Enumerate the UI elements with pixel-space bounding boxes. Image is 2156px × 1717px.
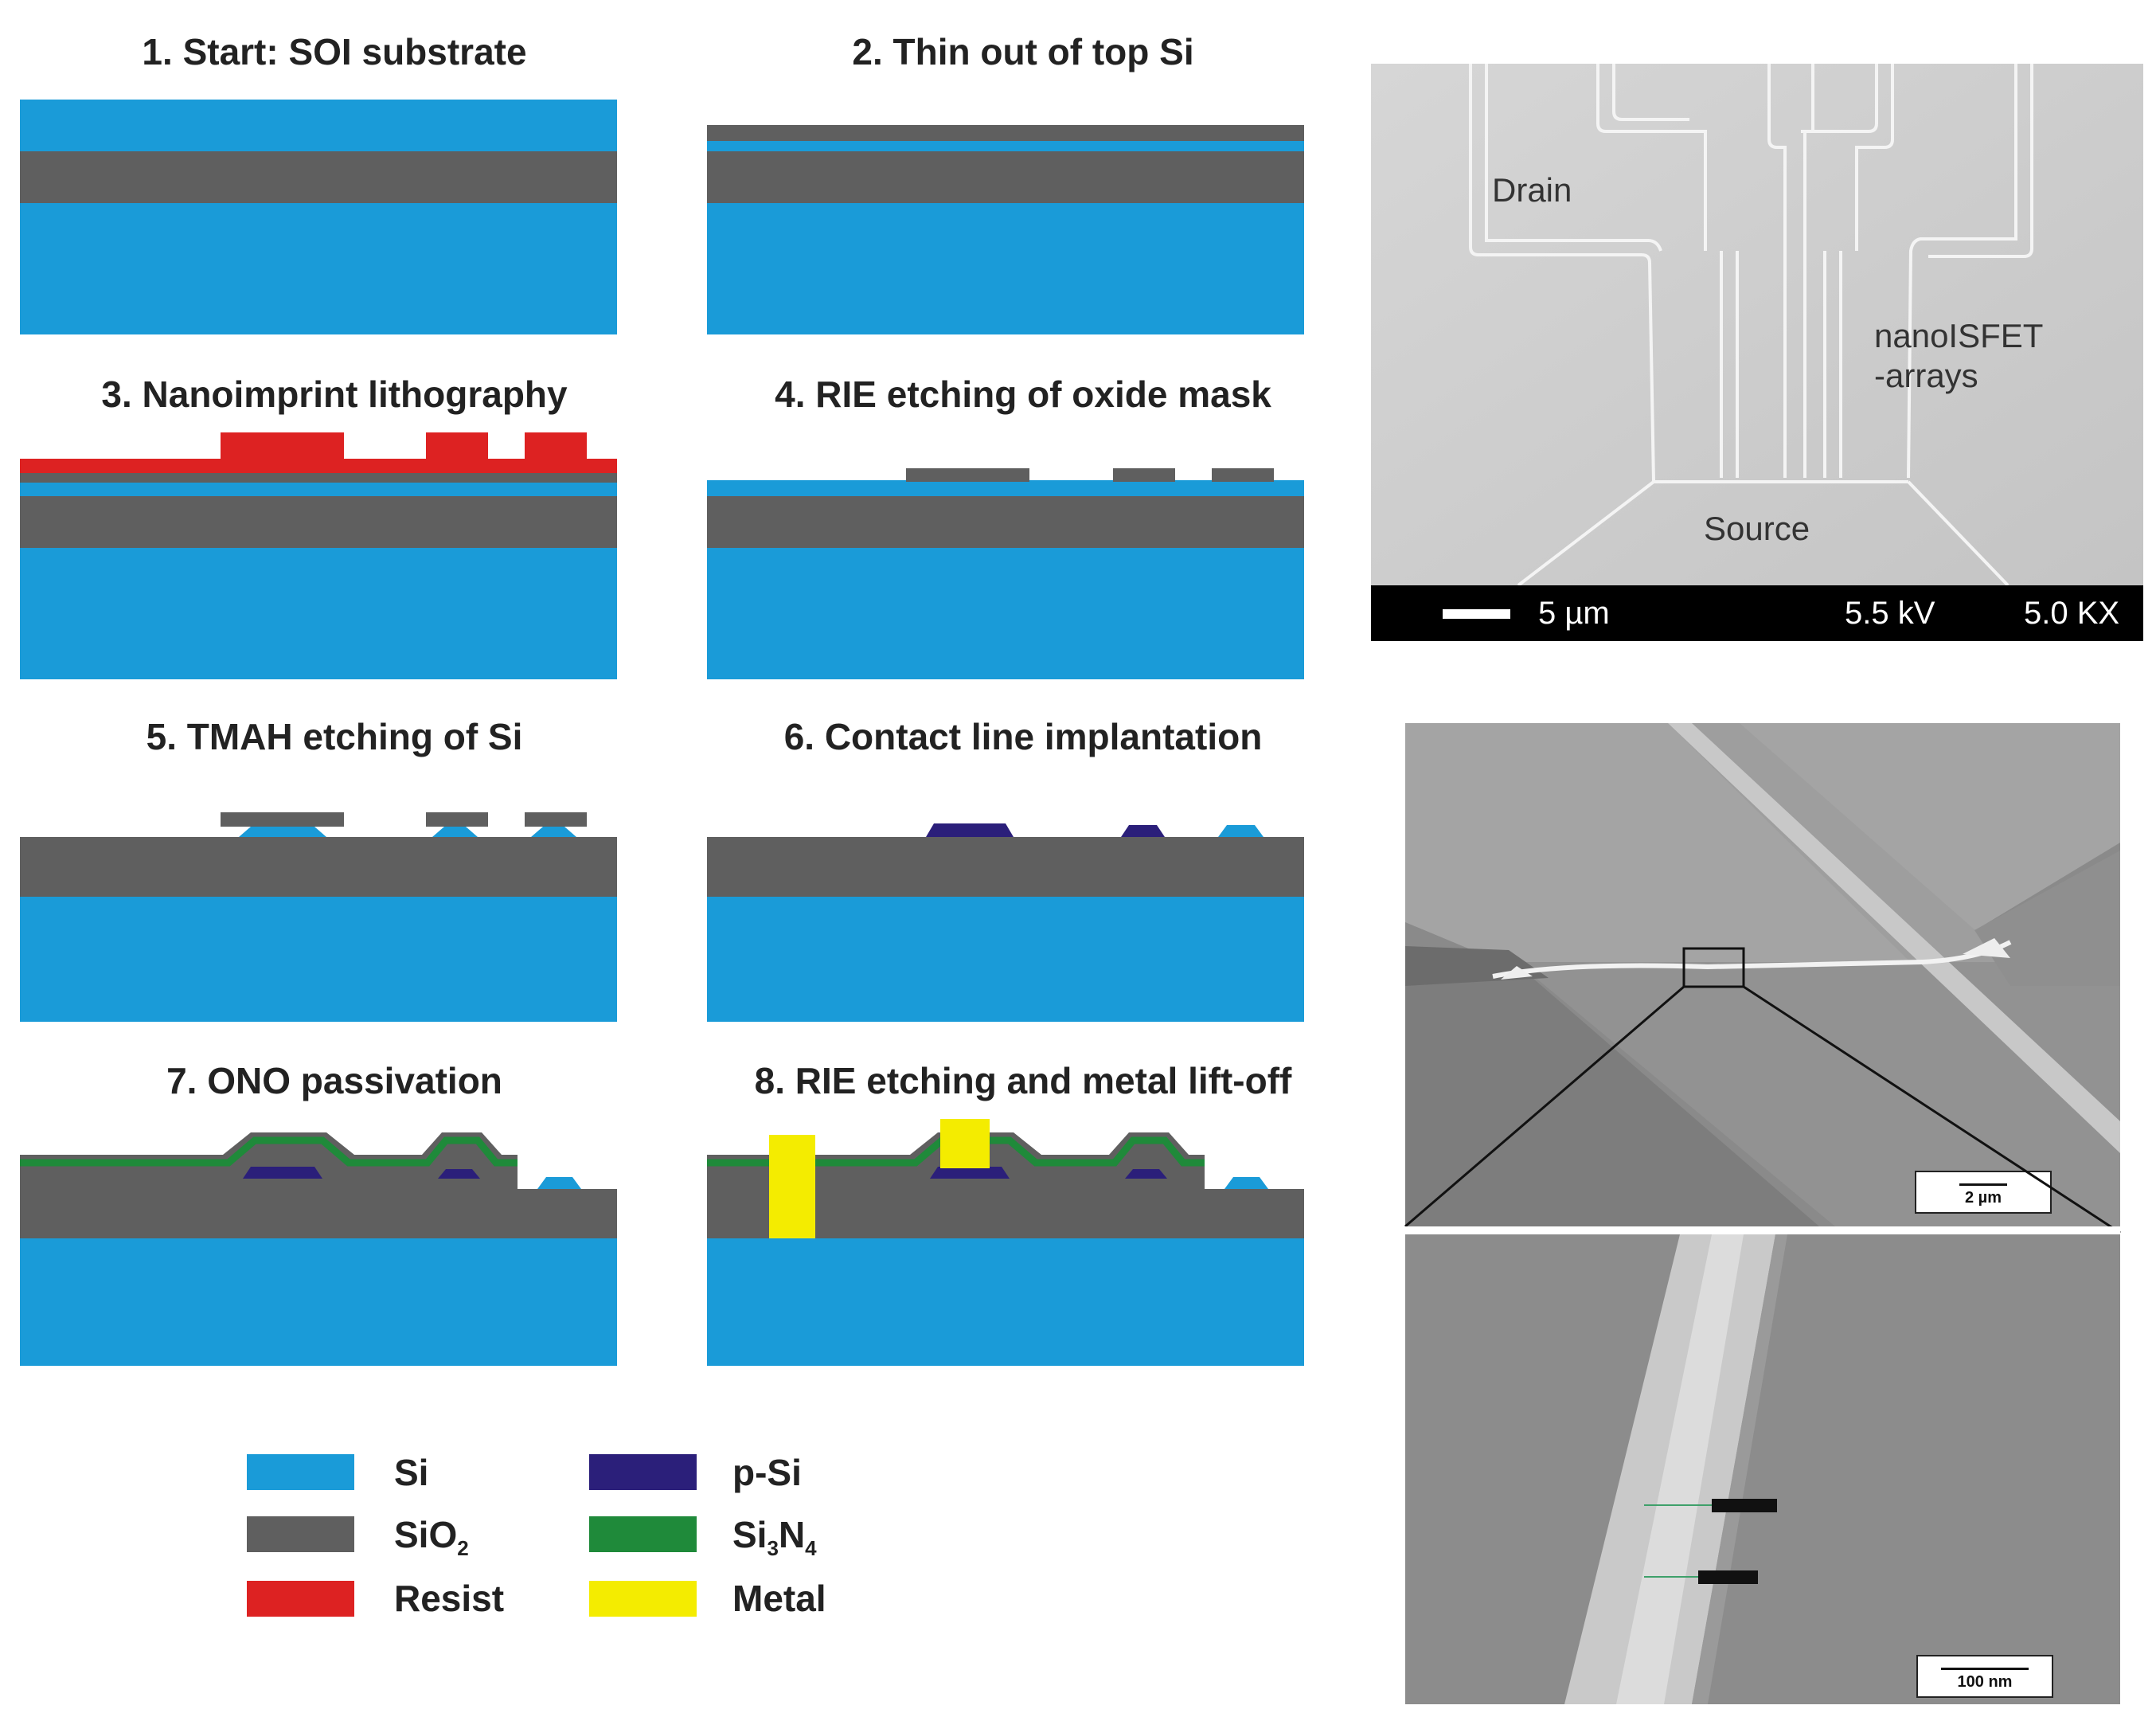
- sem-bottom-scale-line: [1941, 1668, 2029, 1670]
- legend-swatch-metal: [589, 1581, 697, 1617]
- sem-label-source: Source: [1704, 510, 1810, 547]
- sem-device-overview: Drain nanoISFET -arrays Source 5 µm 5.5 …: [1371, 64, 2143, 641]
- legend-swatch-resist: [247, 1581, 354, 1617]
- step-3-cross-section: [20, 432, 617, 679]
- buried-oxide: [20, 1189, 617, 1238]
- legend-label-si: Si: [394, 1452, 429, 1493]
- sem-label-arrays-1: nanoISFET: [1874, 317, 2044, 354]
- step-2-cross-section: [707, 125, 1304, 334]
- buried-oxide: [707, 837, 1304, 897]
- sem-bottom-scale-box: 100 nm: [1916, 1655, 2053, 1698]
- oxide-mask-1: [221, 812, 344, 827]
- p-si-line-2: [438, 1169, 480, 1179]
- sem-mid-scale-box: 2 µm: [1915, 1171, 2052, 1214]
- sem-device-outline: [1371, 64, 2143, 585]
- step-7-title: 7. ONO passivation: [166, 1060, 502, 1101]
- sem-separator: [1405, 1226, 2120, 1234]
- substrate-si: [20, 203, 617, 334]
- step-5-title: 5. TMAH etching of Si: [146, 716, 523, 757]
- top-si: [20, 100, 617, 151]
- p-si-line-1: [243, 1167, 322, 1179]
- thin-top-si: [707, 480, 1304, 496]
- substrate-si: [707, 897, 1304, 1022]
- step-8-cross-section: [707, 1119, 1304, 1366]
- resist-feature-3: [525, 432, 587, 460]
- oxide-mask-2: [426, 812, 488, 827]
- substrate-si: [707, 548, 1304, 679]
- buried-oxide: [707, 496, 1304, 548]
- substrate-si: [707, 203, 1304, 334]
- buried-oxide: [20, 151, 617, 203]
- resist-layer: [20, 459, 617, 473]
- step-7-cross-section: [20, 1132, 617, 1366]
- sem-nanowire-tilted: 2 µm: [1405, 723, 2120, 1226]
- metal-contact-deep: [769, 1135, 815, 1238]
- substrate-si: [20, 1238, 617, 1366]
- si-nanowire-exposed: [537, 1177, 581, 1189]
- resist-feature-1: [221, 432, 344, 460]
- sem-bottom-scale-label: 100 nm: [1957, 1673, 2013, 1691]
- buried-oxide: [707, 151, 1304, 203]
- sem-nanowire-tilted-art: [1405, 723, 2120, 1226]
- sem-scale-bar: [1443, 609, 1510, 619]
- legend-label-p-si: p-Si: [732, 1452, 802, 1493]
- legend-label-metal: Metal: [732, 1578, 826, 1619]
- step-4-title: 4. RIE etching of oxide mask: [775, 374, 1271, 415]
- p-si-line-2: [1125, 1169, 1167, 1179]
- sem-mid-scale-label: 2 µm: [1965, 1189, 2002, 1207]
- legend-label-si3n4: Si3N4: [732, 1514, 817, 1561]
- step-5-cross-section: [20, 812, 617, 1022]
- step-3-title: 3. Nanoimprint lithography: [101, 374, 568, 415]
- resist-feature-2: [426, 432, 488, 460]
- p-si-line-1: [926, 823, 1014, 837]
- sem-nanowire-closeup: 100 nm: [1405, 1234, 2120, 1704]
- si-nanowire: [1218, 825, 1264, 837]
- legend-swatch-si: [247, 1454, 354, 1490]
- oxide-mask-2: [1113, 468, 1175, 482]
- oxide-mask-layer: [20, 473, 617, 483]
- step-6-title: 6. Contact line implantation: [783, 716, 1263, 757]
- nitride-line: [20, 1136, 518, 1167]
- step-2-title: 2. Thin out of top Si: [852, 31, 1194, 72]
- buried-oxide: [20, 837, 617, 897]
- thin-top-si: [20, 483, 617, 496]
- si-nanowire-3: [531, 827, 576, 837]
- sem-info-bar: 5 µm 5.5 kV 5.0 KX: [1371, 585, 2143, 641]
- nitride-line: [707, 1136, 1205, 1167]
- legend-swatch-si3n4: [589, 1516, 697, 1552]
- substrate-si: [20, 548, 617, 679]
- si-nanowire-exposed: [1224, 1177, 1268, 1189]
- oxide-mask-layer: [707, 125, 1304, 141]
- sem-mid-scale-line: [1959, 1183, 2007, 1186]
- sem-nanowire-closeup-art: [1405, 1234, 2120, 1704]
- sem-voltage: 5.5 kV: [1845, 596, 1935, 631]
- oxide-mask-3: [525, 812, 587, 827]
- sem-label-arrays-2: -arrays: [1874, 357, 1978, 394]
- step-4-cross-section: [707, 468, 1304, 679]
- legend-label-sio2: SiO2: [394, 1514, 469, 1561]
- step-6-cross-section: [707, 823, 1304, 1022]
- sem-magnification: 5.0 KX: [2024, 596, 2120, 631]
- legend-swatch-p-si: [589, 1454, 697, 1490]
- legend-swatch-sio2: [247, 1516, 354, 1552]
- sem-scale-label: 5 µm: [1538, 596, 1610, 631]
- oxide-mask-3: [1212, 468, 1274, 482]
- substrate-si: [20, 897, 617, 1022]
- p-si-line-1: [930, 1167, 1010, 1179]
- metal-contact-top: [940, 1119, 990, 1168]
- substrate-si: [707, 1238, 1304, 1366]
- buried-oxide: [20, 496, 617, 548]
- step-1-title: 1. Start: SOI substrate: [142, 31, 527, 72]
- thin-top-si: [707, 141, 1304, 151]
- si-nanowire-2: [432, 827, 478, 837]
- step-8-title: 8. RIE etching and metal lift-off: [754, 1060, 1292, 1101]
- p-si-line-2: [1121, 825, 1165, 837]
- sem-label-drain: Drain: [1492, 171, 1572, 209]
- legend-label-resist: Resist: [394, 1578, 505, 1619]
- step-1-cross-section: [20, 100, 617, 334]
- oxide-mask-1: [906, 468, 1029, 482]
- si-nanowire-1: [239, 827, 326, 837]
